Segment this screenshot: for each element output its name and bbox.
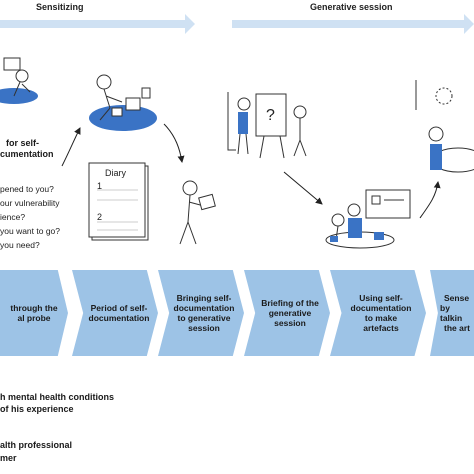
person-at-desk-illustration: [0, 57, 38, 104]
step-sensemaking-text-3: the art: [444, 323, 470, 333]
person-taking-photos-illustration: [89, 74, 157, 131]
step-probe-text-2: al probe: [17, 313, 51, 323]
flow-arrow: [61, 127, 81, 167]
question-line: our vulnerability: [0, 198, 60, 208]
legend-line-2: of his experience: [0, 404, 74, 414]
step-self-documentation-period-text-2: documentation: [88, 313, 150, 323]
phase-sensitizing-label: Sensitizing: [36, 2, 84, 12]
legend-line-4: mer: [0, 453, 17, 463]
diary-item-1: 1: [97, 181, 102, 191]
diary-illustration: Diary 1 2: [88, 162, 149, 241]
sensemaking-illustration: [415, 80, 474, 173]
step-self-documentation-period-text-1: Period of self-: [90, 303, 148, 313]
step-bringing-text-3: to generative: [177, 313, 231, 323]
step-sensemaking-text-2: by talkin: [440, 303, 463, 323]
step-artefacts-text-2: documentation: [350, 303, 412, 313]
flipchart-question-mark: ?: [266, 107, 275, 124]
legend-line-1: h mental health conditions: [0, 392, 115, 402]
step-briefing-text-2: generative: [268, 308, 312, 318]
step-artefacts-text-3: to make: [364, 313, 398, 323]
question-line: ience?: [0, 212, 26, 222]
question-line: pened to you?: [0, 184, 54, 194]
step-bringing-text-2: documentation: [173, 303, 235, 313]
artefact-making-illustration: [325, 189, 411, 249]
step-self-documentation-period: Period of self-documentation: [72, 270, 158, 356]
diary-item-2: 2: [97, 212, 102, 222]
legend-line-3: alth professional: [0, 440, 73, 450]
question-line: you want to go?: [0, 226, 61, 236]
questions-title-line2: cumentation: [0, 149, 54, 159]
step-artefacts-text-4: artefacts: [363, 323, 399, 333]
process-illustration: Diary 1 2 ?: [0, 57, 474, 249]
questions-title-line1: for self-: [6, 138, 40, 148]
flow-arrow: [419, 181, 441, 219]
step-probe-text-1: through the: [10, 303, 58, 313]
step-bringing-text-1: Bringing self-: [176, 293, 232, 303]
flow-arrow: [283, 171, 323, 205]
step-artefacts-text-1: Using self-: [359, 293, 403, 303]
step-bringing-text-4: session: [188, 323, 220, 333]
step-briefing-text-3: session: [274, 318, 306, 328]
person-carrying-diary-illustration: [179, 180, 216, 245]
flow-arrow: [163, 123, 185, 163]
question-line: you need?: [0, 240, 40, 250]
step-sensemaking-text-1: Sense: [444, 293, 470, 303]
step-briefing-text-1: Briefing of the: [261, 298, 319, 308]
phase-sensitizing-arrow: [0, 14, 195, 34]
diary-label: Diary: [105, 168, 127, 178]
phase-generative-arrow: [232, 14, 474, 34]
phase-generative-label: Generative session: [310, 2, 393, 12]
briefing-illustration: ?: [227, 92, 307, 159]
